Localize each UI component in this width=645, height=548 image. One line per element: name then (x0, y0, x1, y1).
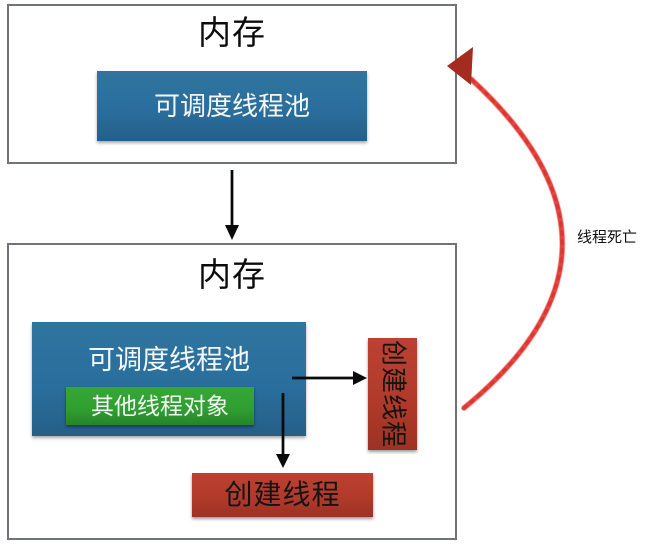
schedulable-pool-top: 可调度线程池 (97, 71, 367, 141)
schedulable-pool-bottom-label: 可调度线程池 (88, 345, 250, 375)
arrow-top-memory-to-bottom-memory (225, 170, 239, 240)
memory-bottom-title: 内存 (198, 256, 266, 293)
create-thread-box-side: 创建线程 (368, 338, 417, 450)
memory-top-title: 内存 (198, 14, 266, 51)
thread-death-label: 线程死亡 (577, 229, 638, 246)
create-thread-box-bottom: 创建线程 (192, 473, 373, 517)
schedulable-pool-bottom: 可调度线程池 其他线程对象 (32, 322, 306, 436)
create-thread-box-side-label: 创建线程 (378, 339, 408, 448)
other-thread-objects-box: 其他线程对象 (66, 387, 254, 425)
thread-death-curve-arrow (447, 47, 566, 411)
